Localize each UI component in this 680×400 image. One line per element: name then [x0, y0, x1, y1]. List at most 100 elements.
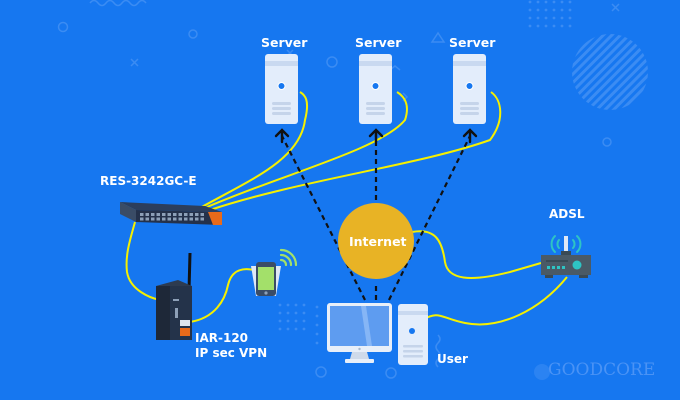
decor-dot	[536, 8, 540, 12]
decor-dot	[302, 311, 306, 315]
decor-dot	[552, 16, 556, 20]
wave-decoration	[89, 0, 147, 7]
switch-port	[195, 213, 199, 216]
decor-dot	[278, 311, 282, 315]
internet-label: Internet	[349, 234, 407, 249]
decor-dot	[560, 8, 564, 12]
adsl-router-icon	[541, 235, 591, 278]
decor-dot	[552, 24, 556, 28]
decor-dot	[294, 319, 298, 323]
decor-dot	[560, 24, 564, 28]
switch-port	[162, 213, 166, 216]
switch-port	[151, 213, 155, 216]
decor-dot	[528, 16, 532, 20]
internet-cloud-icon	[338, 203, 414, 279]
decor-dot	[528, 8, 532, 12]
monitor-icon	[327, 303, 392, 363]
dashed-links	[281, 134, 471, 301]
cable-switch-server3	[209, 91, 502, 211]
ring-decoration	[188, 29, 198, 39]
switch-port	[189, 213, 193, 216]
switch-port	[156, 213, 160, 216]
decor-dot	[528, 24, 532, 28]
cable-adsl-user	[413, 276, 568, 343]
server-label: Server	[355, 35, 402, 50]
switch-port	[200, 217, 204, 221]
cable-switch-gateway	[125, 221, 161, 301]
decor-dot	[552, 8, 556, 12]
switch-port	[184, 217, 188, 221]
decor-dot	[536, 16, 540, 20]
switch-port	[167, 217, 171, 221]
ring-decoration	[602, 137, 612, 147]
wifi-signal-icon	[279, 248, 298, 267]
cross-decoration	[130, 58, 139, 67]
decor-dot	[278, 319, 282, 323]
striped-circle-decoration	[572, 34, 648, 110]
arrow-up-icon	[274, 128, 290, 144]
squiggle-decoration	[435, 334, 441, 368]
switch-port	[156, 217, 160, 221]
decor-dot	[568, 24, 572, 28]
decor-dot	[286, 319, 290, 323]
switch-port	[145, 217, 149, 221]
switch-port	[173, 213, 177, 216]
server-icon	[359, 54, 392, 124]
decor-dot	[315, 332, 319, 336]
dot-grid-decoration	[278, 303, 306, 331]
server-icon	[453, 54, 486, 124]
ring-decoration	[385, 367, 397, 379]
decor-dot	[560, 0, 564, 4]
cable-switch-server1	[199, 91, 309, 209]
switch-port	[162, 217, 166, 221]
ring-decoration	[315, 366, 327, 378]
triangle-decoration	[430, 31, 446, 43]
decor-dot	[286, 327, 290, 331]
decor-dot	[294, 303, 298, 307]
decor-dot	[544, 0, 548, 4]
switch-port	[173, 217, 177, 221]
decor-dot	[302, 319, 306, 323]
server-label: Server	[449, 35, 496, 50]
switch-port	[151, 217, 155, 221]
gateway-label-line2: IP sec VPN	[195, 346, 268, 360]
dot-grid-decoration	[315, 305, 319, 345]
mobile-phone-icon	[251, 248, 298, 296]
decor-dot	[544, 8, 548, 12]
decor-dot	[315, 341, 319, 345]
decor-dot	[294, 327, 298, 331]
watermark-logo: GOODCORE	[548, 360, 656, 380]
cable-internet-adsl	[411, 230, 542, 279]
switch-port	[140, 213, 144, 216]
decor-dot	[278, 327, 282, 331]
link-internet-server1	[281, 135, 366, 301]
user-tower-icon	[398, 304, 428, 365]
arrow-up-icon	[368, 128, 384, 144]
switch-label: RES-3242GC-E	[100, 174, 197, 188]
switch-port	[189, 217, 193, 221]
decor-dot	[544, 16, 548, 20]
server-label: Server	[261, 35, 308, 50]
adsl-label: ADSL	[549, 207, 585, 221]
vpn-gateway-icon	[156, 252, 192, 340]
ring-decoration	[57, 21, 69, 33]
switch-port	[184, 213, 188, 216]
switch-port	[200, 213, 204, 216]
decor-dot	[560, 16, 564, 20]
decor-dot	[568, 0, 572, 4]
ring-decoration	[326, 56, 338, 68]
cable-gateway-phone	[189, 268, 255, 323]
decor-dot	[278, 303, 282, 307]
server-icon	[265, 54, 298, 124]
switch-port	[167, 213, 171, 216]
decor-dot	[552, 0, 556, 4]
cables	[125, 91, 568, 343]
decor-dot	[536, 0, 540, 4]
switch-port	[195, 217, 199, 221]
decor-dot	[315, 314, 319, 318]
dot-grid-decoration	[528, 0, 572, 28]
switch-port	[140, 217, 144, 221]
user-label: User	[437, 352, 468, 366]
